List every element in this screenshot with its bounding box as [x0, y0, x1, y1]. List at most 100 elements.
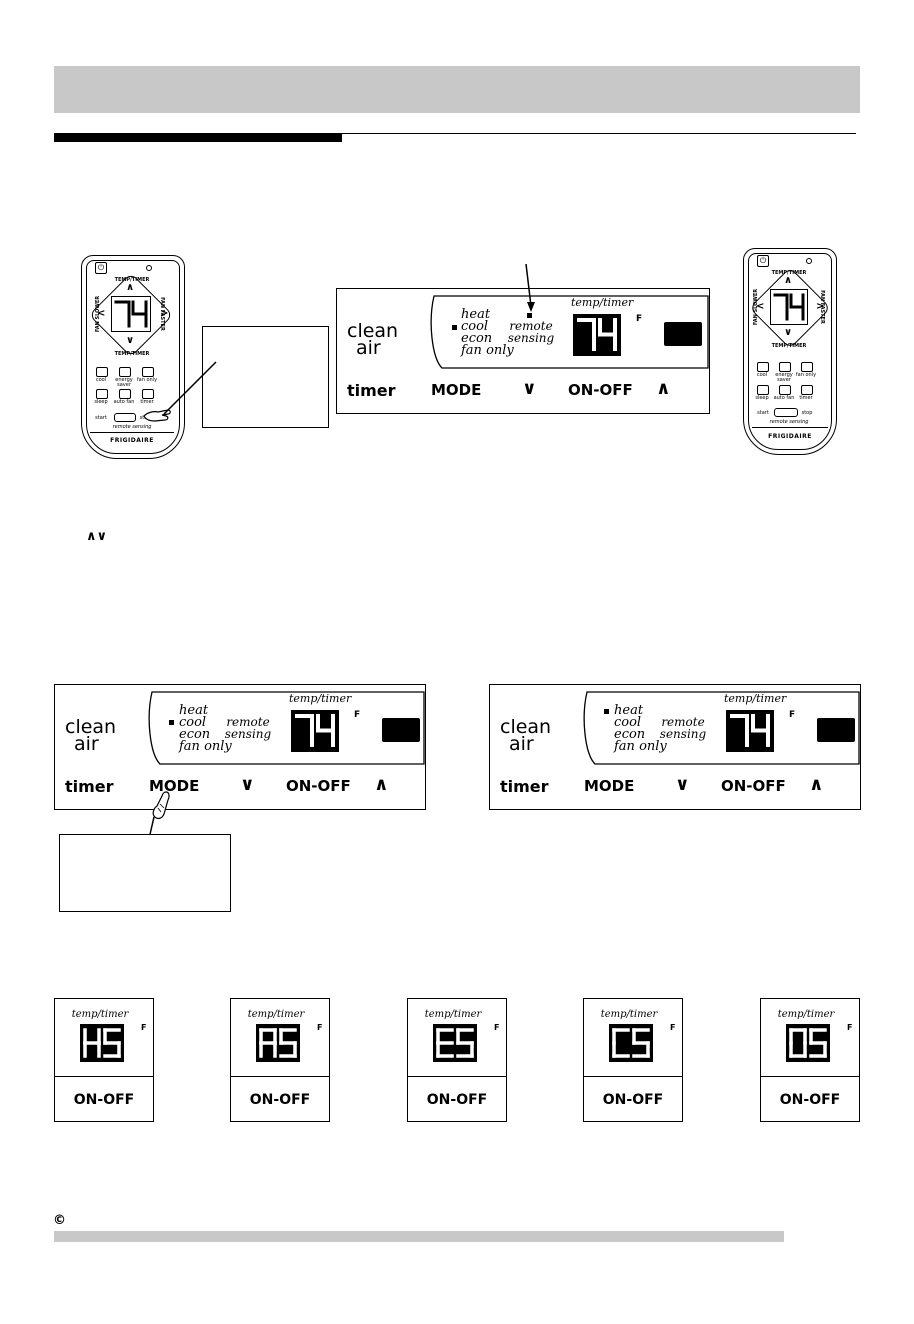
air-label: air: [74, 733, 99, 755]
mode-indicator-square: [452, 325, 457, 330]
down-button[interactable]: ∨: [522, 378, 537, 399]
mode-econ: econ: [179, 727, 211, 742]
up-button[interactable]: ∧: [374, 774, 389, 795]
cool-button[interactable]: [96, 367, 108, 377]
on-off-button[interactable]: ON-OFF: [73, 1092, 135, 1108]
remote-sensing-text: remote sensing: [224, 715, 272, 741]
pointer-arrow: [525, 263, 535, 312]
right-arrow-icon[interactable]: >: [160, 308, 169, 319]
code-display: [433, 1024, 477, 1062]
on-off-button[interactable]: ON-OFF: [721, 777, 786, 795]
mode-econ: econ: [461, 331, 493, 346]
energy-saver-button[interactable]: [119, 367, 131, 377]
cool-button[interactable]: [757, 362, 769, 372]
up-button[interactable]: ∧: [809, 774, 824, 795]
temp-display-digits: [577, 318, 617, 351]
pointing-finger-icon: [152, 791, 170, 820]
timer-button[interactable]: timer: [347, 381, 396, 400]
unit-fahrenheit: F: [317, 1023, 323, 1032]
mode-fan-only: fan only: [179, 739, 232, 754]
timer-button[interactable]: [801, 385, 813, 395]
fan-only-label: fan only: [136, 377, 158, 383]
receiver-window: [664, 322, 702, 346]
on-off-button[interactable]: ON-OFF: [602, 1092, 664, 1108]
temp-timer-label: temp/timer: [600, 1009, 658, 1020]
mode-list: heat cool econ fan only: [179, 703, 232, 754]
up-arrow-icon[interactable]: ∧: [126, 282, 135, 293]
timer-label: timer: [799, 395, 813, 401]
indicator-dot: [806, 258, 812, 264]
up-button[interactable]: ∧: [656, 378, 671, 399]
mini-display-cool-sensing: temp/timer F ON-OFF: [583, 998, 683, 1122]
footer-bar: [54, 1231, 784, 1242]
receiver-window: [817, 718, 855, 742]
remote-sensing-switch[interactable]: [114, 413, 136, 422]
energy-saver-button[interactable]: [779, 362, 791, 372]
temp-timer-top-label: TEMP/TIMER: [771, 270, 807, 276]
unit-fahrenheit: F: [494, 1023, 500, 1032]
clean-label: clean: [500, 716, 552, 738]
down-arrow-icon[interactable]: ∨: [126, 335, 135, 346]
sleep-label: sleep: [755, 395, 769, 401]
mode-heat: heat: [614, 703, 644, 718]
panel-display-frame: [430, 295, 709, 369]
remote-lcd: [770, 289, 808, 325]
remote-sensing-label: remote sensing: [112, 424, 152, 430]
on-off-button[interactable]: ON-OFF: [426, 1092, 488, 1108]
remote-base-line: [90, 432, 174, 433]
remote-sensing-label: remote sensing: [769, 419, 809, 425]
on-off-button[interactable]: ON-OFF: [568, 381, 633, 399]
callout-leader-line: [163, 361, 217, 415]
temp-display: [726, 710, 774, 752]
mode-button[interactable]: MODE: [584, 777, 635, 795]
temp-display: [291, 710, 339, 752]
code-display: [609, 1024, 653, 1062]
on-off-button[interactable]: ON-OFF: [779, 1092, 841, 1108]
auto-fan-button[interactable]: [119, 389, 131, 399]
stop-label: stop: [801, 410, 813, 416]
timer-button[interactable]: timer: [65, 777, 114, 796]
remote-lcd-digits: [114, 300, 148, 328]
unit-fahrenheit: F: [354, 710, 361, 720]
left-arrow-icon[interactable]: <: [756, 301, 765, 312]
temp-display: [573, 314, 621, 356]
mode-indicator-square: [604, 709, 609, 714]
down-arrow-icon[interactable]: ∨: [784, 327, 793, 338]
fan-only-button[interactable]: [142, 367, 154, 377]
start-label: start: [95, 415, 107, 421]
timer-button[interactable]: [142, 389, 154, 399]
up-arrow-icon[interactable]: ∧: [784, 275, 793, 286]
temp-timer-bottom-label: TEMP/TIMER: [114, 351, 150, 357]
mode-fan-only: fan only: [461, 343, 514, 358]
remote-sensing-switch[interactable]: [774, 408, 798, 417]
callout-box-mode: [59, 834, 231, 912]
mode-button[interactable]: MODE: [149, 777, 200, 795]
right-arrow-icon[interactable]: >: [816, 301, 825, 312]
section-rule-thin: [342, 133, 856, 134]
temp-timer-top-label: TEMP/TIMER: [114, 277, 150, 283]
energy-saver-label: energy saver: [775, 372, 793, 383]
mode-button[interactable]: MODE: [431, 381, 482, 399]
cool-label: cool: [95, 377, 107, 383]
mini-display-off-sensing: temp/timer F ON-OFF: [760, 998, 860, 1122]
fan-only-button[interactable]: [801, 362, 813, 372]
down-button[interactable]: ∨: [675, 774, 690, 795]
on-off-button[interactable]: ON-OFF: [286, 777, 351, 795]
mode-econ: econ: [614, 727, 646, 742]
auto-fan-button[interactable]: [779, 385, 791, 395]
left-arrow-icon[interactable]: <: [97, 308, 106, 319]
on-off-button[interactable]: ON-OFF: [249, 1092, 311, 1108]
auto-fan-label: auto fan: [113, 399, 135, 405]
remote-lcd: [111, 296, 151, 332]
mode-list: heat cool econ fan only: [461, 308, 514, 358]
code-display-chars: [83, 1028, 121, 1058]
sleep-button[interactable]: [757, 385, 769, 395]
up-down-arrows-icon: ∧∨: [86, 529, 108, 544]
code-display: [80, 1024, 124, 1062]
mode-list: heat cool econ fan only: [614, 703, 667, 753]
mode-heat: heat: [179, 703, 209, 718]
timer-button[interactable]: timer: [500, 777, 549, 796]
sleep-button[interactable]: [96, 389, 108, 399]
mode-indicator-square: [169, 720, 174, 725]
down-button[interactable]: ∨: [240, 774, 255, 795]
